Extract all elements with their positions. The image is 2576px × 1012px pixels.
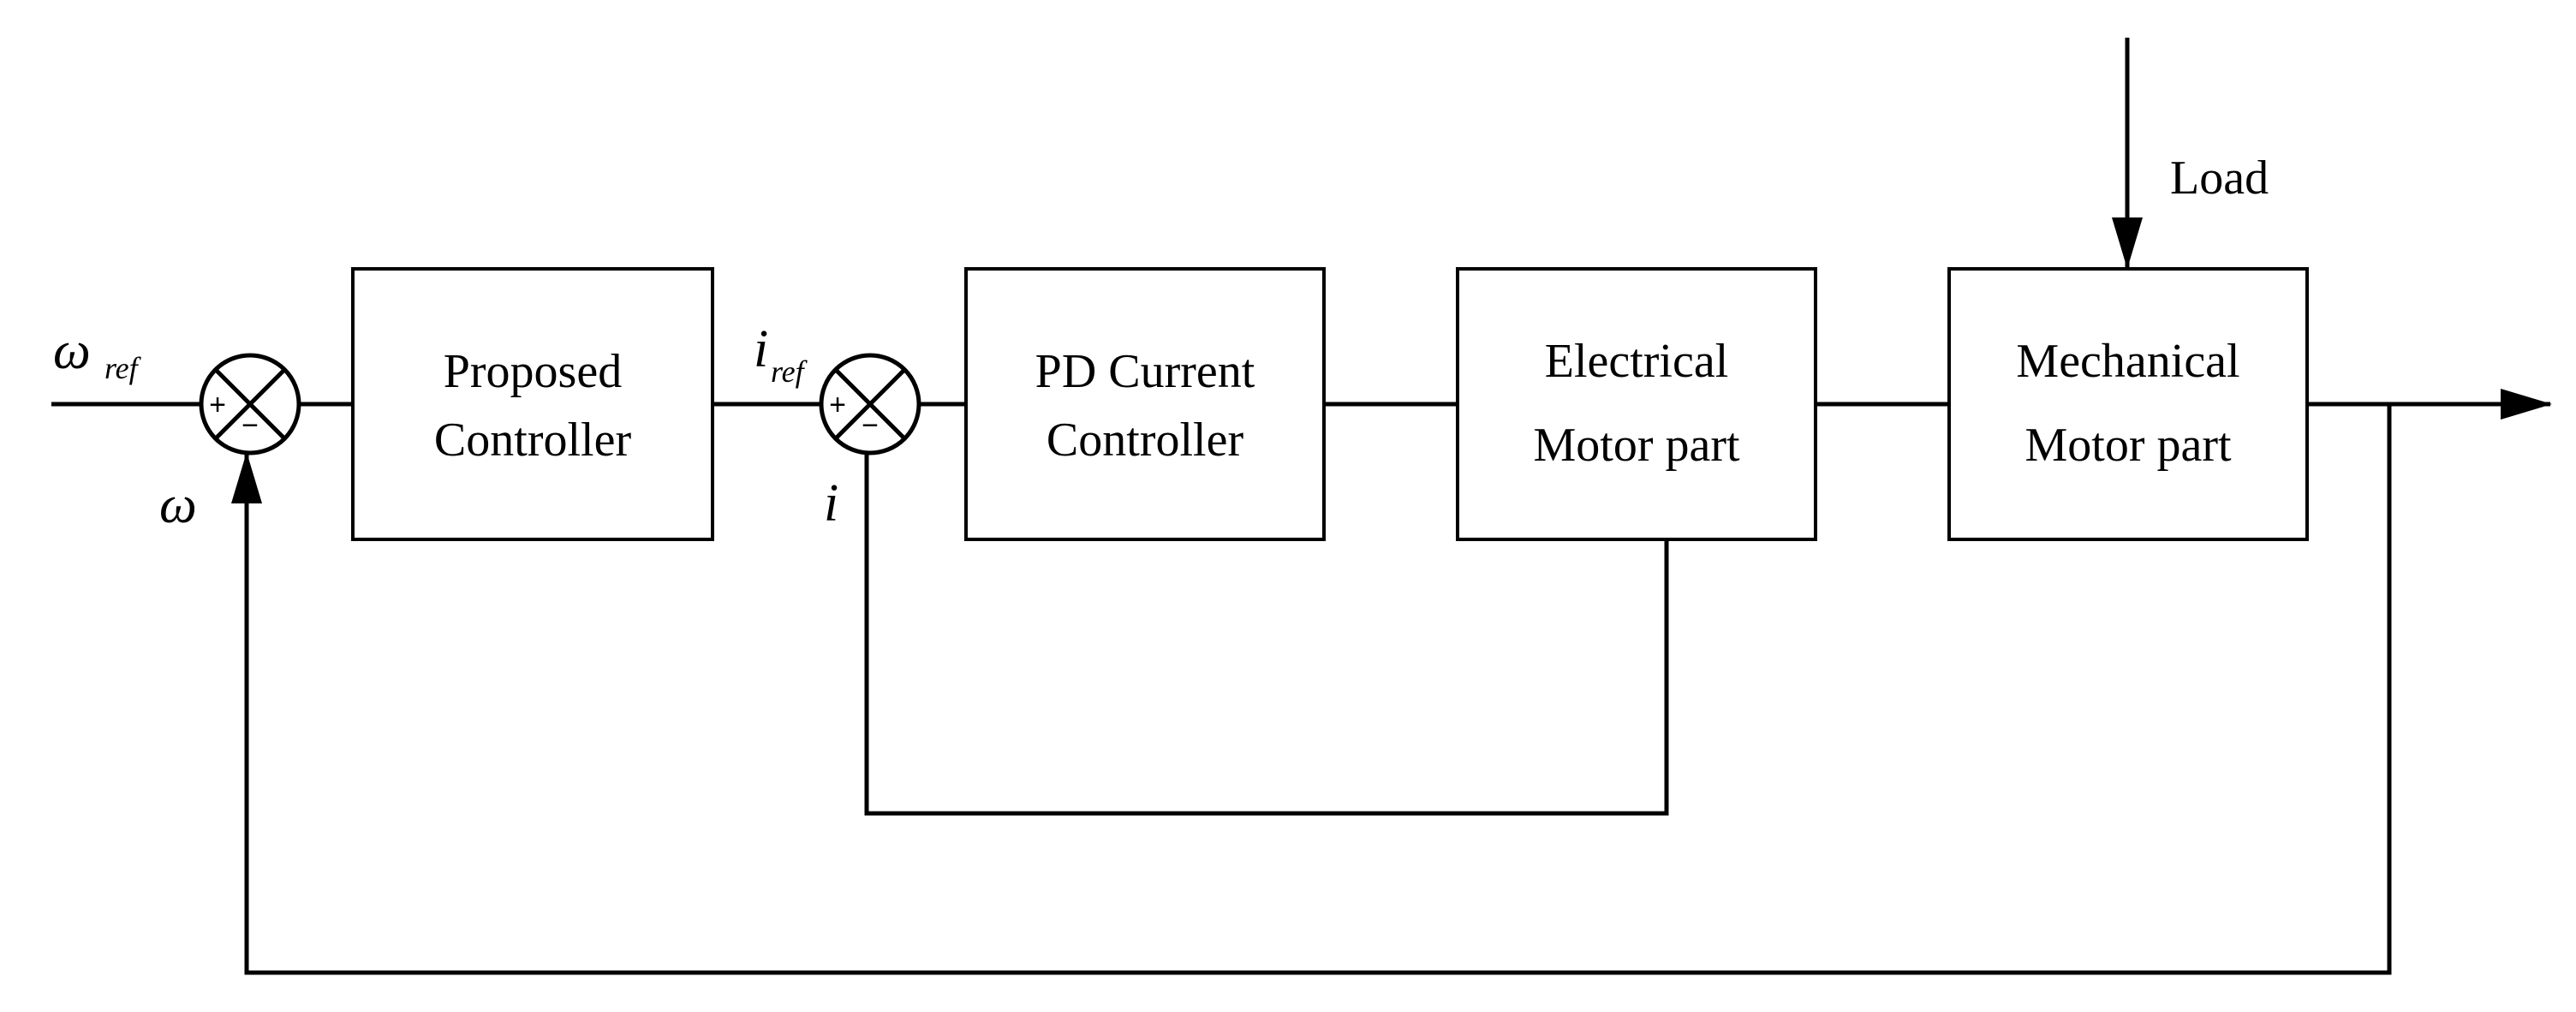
mechanical-motor-label-line1: Mechanical — [2016, 335, 2239, 388]
mechanical-motor-block: Mechanical Motor part — [1947, 267, 2309, 541]
current-junction-plus-sign: + — [829, 389, 846, 421]
speed-summing-junction: + − — [199, 353, 301, 455]
speed-feedback-loop — [231, 404, 2392, 975]
speed-junction-plus-sign: + — [209, 389, 226, 421]
omega-ref-symbol: ω — [53, 322, 91, 380]
current-junction-minus-sign: − — [862, 409, 879, 442]
i-feedback-label: i — [824, 474, 838, 533]
i-ref-label: i ref — [754, 320, 808, 389]
current-summing-junction: + − — [819, 353, 921, 455]
omega-feedback-label: ω — [159, 476, 197, 534]
pd-controller-label-line1: PD Current — [1035, 345, 1255, 398]
proposed-controller-label-line2: Controller — [434, 414, 632, 467]
pd-current-controller-block: PD Current Controller — [964, 267, 1326, 541]
electrical-motor-label-line2: Motor part — [1533, 419, 1740, 472]
omega-ref-subscript: ref — [104, 351, 142, 385]
proposed-controller-block: Proposed Controller — [351, 267, 714, 541]
mechanical-motor-label-line2: Motor part — [2024, 419, 2232, 472]
proposed-controller-label-line1: Proposed — [444, 345, 622, 398]
i-ref-symbol: i — [754, 320, 768, 378]
electrical-motor-label-line1: Electrical — [1545, 335, 1729, 388]
electrical-motor-block: Electrical Motor part — [1456, 267, 1817, 541]
pd-controller-label-line2: Controller — [1046, 414, 1244, 467]
load-label: Load — [2170, 152, 2269, 205]
speed-junction-minus-sign: − — [242, 409, 259, 442]
current-feedback-loop — [864, 428, 1669, 816]
i-ref-subscript: ref — [771, 354, 808, 389]
omega-ref-label: ω ref — [53, 322, 142, 385]
